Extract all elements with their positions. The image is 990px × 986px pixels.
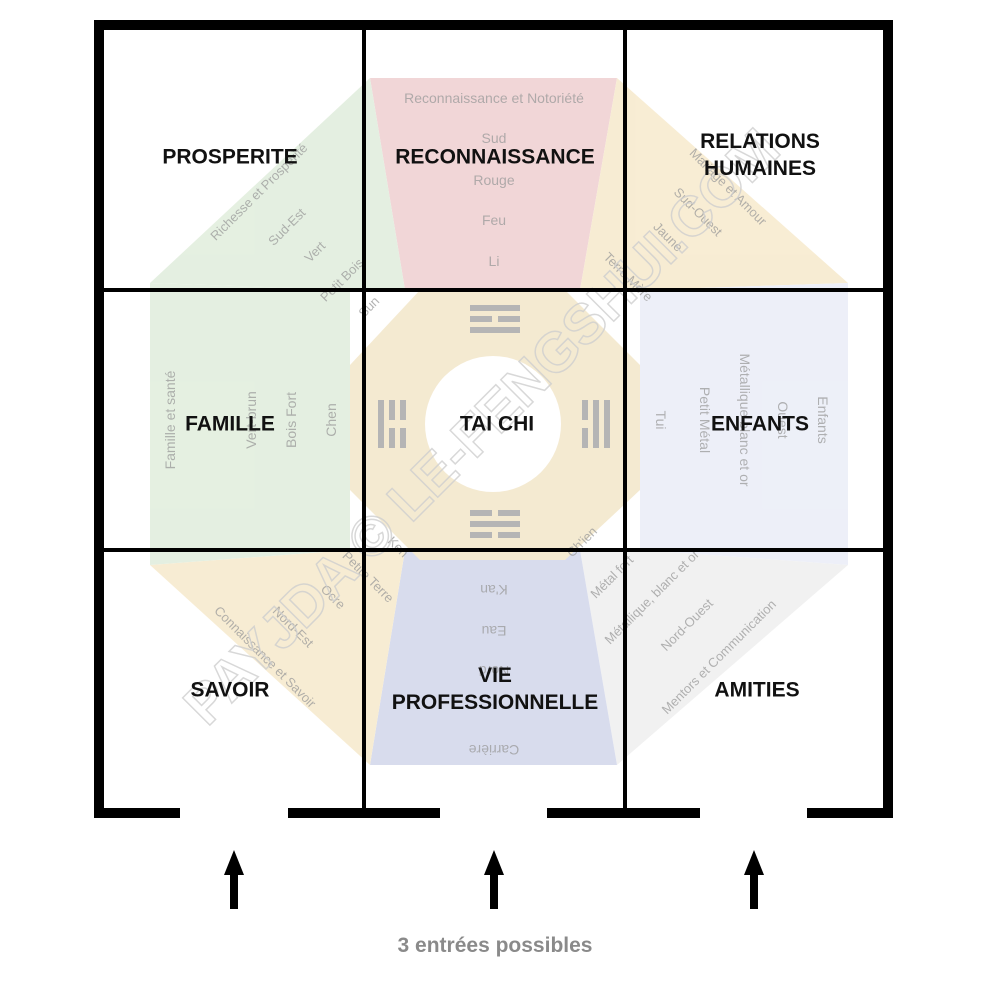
tai-chi-circle <box>425 356 561 492</box>
label-vie-line-2: PROFESSIONNELLE <box>391 691 599 714</box>
label-vie-professionnelle: VIE PROFESSIONNELLE <box>392 662 599 716</box>
label-prosperite: PROSPERITE <box>162 145 298 169</box>
bagua-south-text-2: Rouge <box>473 172 514 188</box>
trigram-north-icon <box>470 510 520 538</box>
bagua-southeast-text-4: Sun <box>355 293 382 320</box>
bagua-north-text-3: K'an <box>480 582 508 598</box>
bagua-west-text-0: Enfants <box>815 396 831 443</box>
entrance-arrow-left-icon <box>224 850 244 909</box>
bagua-south-text-1: Sud <box>482 130 507 146</box>
sector-west <box>640 283 848 565</box>
bagua-east-text-2: Bois Fort <box>283 392 299 448</box>
sector-southwest <box>580 78 848 290</box>
entrance-arrow-center-icon <box>484 850 504 909</box>
label-reconnaissance: RECONNAISSANCE <box>395 145 595 169</box>
label-tai-chi: TAI CHI <box>459 412 535 436</box>
entrances-caption: 3 entrées possibles <box>397 934 593 957</box>
label-relations-line-1: RELATIONS <box>700 130 820 153</box>
label-relations-line-2: HUMAINES <box>703 157 816 180</box>
trigram-west-icon <box>582 400 610 448</box>
sector-northeast <box>150 550 405 765</box>
bagua-west-text-2: Métallique blanc et or <box>737 353 753 486</box>
bagua-west-text-3: Petit Métal <box>697 387 713 453</box>
sector-east <box>150 283 350 565</box>
bagua-octagon <box>150 78 848 765</box>
label-amities: AMITIES <box>714 678 800 702</box>
label-vie-line-1: VIE <box>478 664 512 687</box>
bagua-east-text-0: Famille et santé <box>162 370 178 469</box>
floor-plan-walls <box>94 20 893 818</box>
bagua-north-text-1: Nord <box>479 663 509 679</box>
sector-southeast <box>150 78 405 290</box>
sector-northwest <box>580 550 848 765</box>
entrance-arrow-right-icon <box>744 850 764 909</box>
bagua-north-text-2: Eau <box>482 623 507 639</box>
bagua-west-text-4: Tui <box>653 411 669 430</box>
bagua-east-text-3: Chen <box>323 403 339 436</box>
trigram-east-icon <box>378 400 406 448</box>
sector-north <box>370 550 617 765</box>
sector-south <box>370 78 617 290</box>
bagua-west-text-1: Ouest <box>775 401 791 438</box>
bagua-south-text-3: Feu <box>482 212 506 228</box>
trigram-south-icon <box>470 305 520 333</box>
label-savoir: SAVOIR <box>190 678 270 702</box>
label-relations-humaines: RELATIONS HUMAINES <box>700 128 820 182</box>
label-famille: FAMILLE <box>185 412 275 436</box>
bagua-north-text-0: Carrière <box>469 742 520 758</box>
bagua-east-text-1: Vert-brun <box>243 391 259 449</box>
bagua-south-text-4: Li <box>489 253 500 269</box>
bagua-south-text-0: Reconnaissance et Notoriété <box>404 90 584 106</box>
label-enfants: ENFANTS <box>710 412 810 436</box>
